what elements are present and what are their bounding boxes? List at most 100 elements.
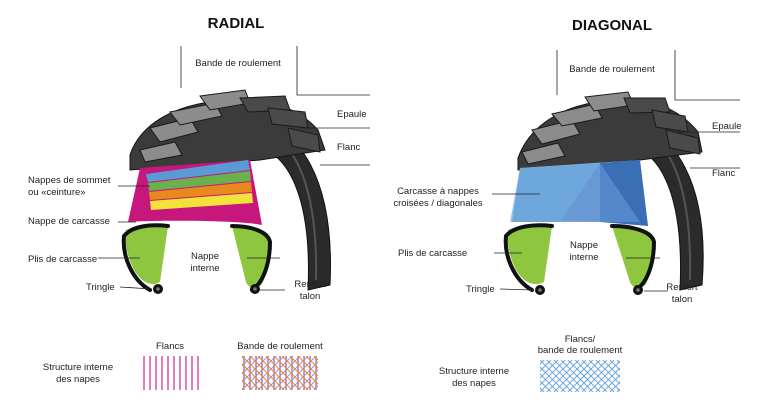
diagonal-label-cross-2: croisées / diagonales [393,198,482,209]
radial-belt-blue [146,160,250,182]
ply-cord-line [624,360,656,392]
ply-cord-line [305,377,318,390]
ply-cord-line [567,360,601,392]
ply-cord-line [616,388,620,392]
diagonal-structure-pattern [505,360,677,392]
diagonal-structure-title-1: Structure interne [439,366,509,377]
ply-cord-line [540,373,559,392]
radial-inner-liner [125,225,168,285]
diagonal-label-cross-1: Carcasse à nappes [397,186,479,197]
ply-cord-line [330,356,364,390]
ply-cord-line [194,356,228,390]
ply-cord-line [242,356,245,359]
radial-belt-green [148,171,251,191]
ply-cord-line [202,356,236,390]
ply-cord-line [560,360,594,392]
diagonal-structure-title-2: des napes [452,378,496,389]
radial-tread-pattern [194,356,380,390]
diagonal-label-shoulder: Epaule [712,121,742,132]
ply-cord-line [540,387,545,392]
radial-label-belts-1: Nappes de sommet [28,175,111,186]
ply-cord-line [645,360,677,392]
ply-cord-line [281,356,317,390]
ply-cord-line [540,360,545,365]
ply-cord-line [257,356,293,390]
diagonal-caption-1: Flancs/ [565,334,596,345]
ply-cord-line [242,379,253,390]
ply-cord-line [505,360,537,392]
ply-cord-line [242,356,277,390]
ply-cord-line [624,360,656,392]
ply-cord-line [338,356,372,390]
radial-label-tread: Bande de roulement [195,58,281,69]
radial-title: RADIAL [208,15,265,32]
radial-label-bead-1: Renfort [294,279,326,290]
diagonal-label-carcass-folds: Plis de carcasse [398,248,467,259]
ply-cord-line [346,356,380,390]
radial-label-carcass-folds: Plis de carcasse [28,254,97,265]
ply-cord-line [313,385,318,390]
ply-cord-line [540,360,573,392]
radial-leaders [98,46,370,291]
ply-cord-line [581,360,615,392]
ply-cord-line [546,360,580,392]
ply-cord-line [645,360,677,392]
radial-sidewall-pattern [143,356,199,390]
radial-structure-title-2: des napes [56,374,100,385]
ply-cord-line [338,356,372,390]
ply-cord-line [616,360,620,364]
ply-cord-line [289,356,318,385]
ply-cord-line [322,356,356,390]
radial-label-inner-1: Nappe [191,251,219,262]
diagonal-label-inner-1: Nappe [570,240,598,251]
diagonal-tire [503,91,704,295]
ply-cord-line [595,360,620,385]
diagonal-label-bead-2: talon [672,294,693,305]
ply-cord-line [602,360,620,378]
ply-cord-line [540,380,552,392]
radial-label-shoulder: Epaule [337,109,367,120]
radial-label-bead-wire: Tringle [86,282,115,293]
ply-cord-line [553,360,587,392]
diagonal-inner-liner [507,225,552,285]
ply-cord-line [631,360,663,392]
ply-cord-line [322,356,356,390]
ply-cord-line [242,387,245,390]
ply-cord-line [202,356,236,390]
radial-structure-title-1: Structure interne [43,362,113,373]
diagonal-title: DIAGONAL [572,17,652,34]
ply-cord-line [638,360,670,392]
diagonal-label-inner-2: interne [569,252,598,263]
ply-cord-line [242,356,253,367]
ply-cord-line [505,360,537,392]
ply-cord-line [265,356,301,390]
radial-label-sidewall: Flanc [337,142,360,153]
ply-cord-line [631,360,663,392]
diagonal-label-bead-1: Renfort [666,282,698,293]
radial-label-inner-2: interne [190,263,219,274]
radial-sidewall-caption: Flancs [156,341,184,352]
radial-tire [121,89,331,294]
ply-cord-line [346,356,380,390]
ply-cord-line [297,356,318,377]
radial-belt-orange [149,182,252,200]
radial-label-carcass-ply: Nappe de carcasse [28,216,110,227]
diagonal-caption-2: bande de roulement [538,345,623,356]
radial-label-belts-2: ou «ceinture» [28,187,86,198]
radial-tread-caption: Bande de roulement [237,341,323,352]
ply-cord-line [330,356,364,390]
ply-cord-line [638,360,670,392]
ply-cord-line [574,360,608,392]
ply-cord-line [588,360,620,392]
ply-cord-line [540,366,566,392]
ply-cord-line [305,356,318,369]
diagonal-leaders [492,50,740,292]
ply-cord-line [313,356,318,361]
diagonal-label-bead-wire: Tringle [466,284,495,295]
ply-cord-line [249,356,285,390]
ply-cord-line [194,356,228,390]
ply-cord-line [609,360,620,371]
diagonal-label-sidewall: Flanc [712,168,735,179]
ply-cord-line [273,356,309,390]
